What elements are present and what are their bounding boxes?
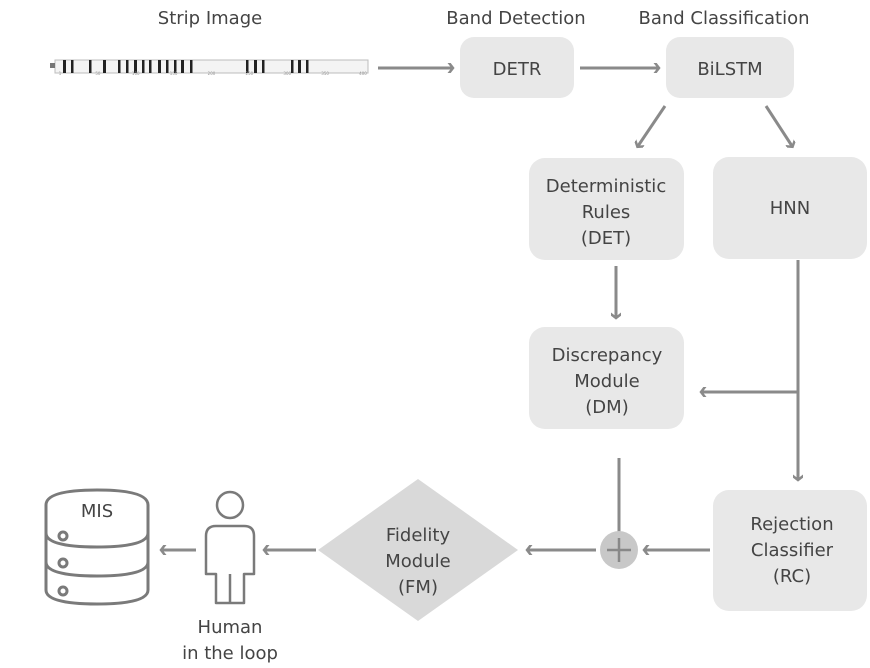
strip-tick-label: 250 (246, 71, 254, 76)
strip-band (89, 60, 92, 73)
rc-label-line3: (RC) (773, 566, 811, 587)
hnn-label: HNN (770, 198, 810, 219)
strip-band (262, 60, 265, 73)
rc-label-line1: Rejection (750, 514, 833, 535)
header-band-classification: Band Classification (638, 8, 809, 29)
strip-tick-label: 300 (283, 71, 291, 76)
strip-band (306, 60, 309, 73)
human-label-line2: in the loop (182, 643, 278, 664)
strip-bands (63, 60, 309, 73)
rc-node: Rejection Classifier (RC) (713, 490, 867, 611)
strip-band (149, 60, 152, 73)
strip-band (298, 60, 301, 73)
strip-band (126, 60, 129, 73)
rc-label-line2: Classifier (751, 540, 834, 561)
dm-label-line3: (DM) (585, 397, 628, 418)
fm-node: Fidelity Module (FM) (318, 479, 518, 621)
fm-label-line2: Module (385, 551, 450, 572)
header-strip-image: Strip Image (158, 8, 262, 29)
strip-tick-label: 150 (170, 71, 178, 76)
strip-band (254, 60, 257, 73)
strip-band (103, 60, 106, 73)
arrow-bilstm-to-hnn (764, 105, 792, 146)
det-label-line1: Deterministic (546, 176, 666, 197)
strip-band (246, 60, 249, 73)
merge-plus-node (600, 531, 638, 569)
detr-label: DETR (493, 59, 542, 80)
bilstm-label: BiLSTM (697, 59, 762, 80)
strip-band (71, 60, 74, 73)
detr-node: DETR (460, 37, 574, 98)
strip-band (134, 60, 137, 73)
dm-node: Discrepancy Module (DM) (529, 327, 684, 429)
strip-tick-label: 400 (359, 71, 367, 76)
det-label-line3: (DET) (581, 228, 631, 249)
strip-band (142, 60, 145, 73)
strip-tick-label: 100 (132, 71, 140, 76)
database-icon (44, 488, 150, 606)
arrows (162, 68, 798, 550)
strip-band (181, 60, 184, 73)
strip-band (63, 60, 66, 73)
header-band-detection: Band Detection (446, 8, 585, 29)
strip-tick-label: 200 (208, 71, 216, 76)
strip-band (158, 60, 161, 73)
mis-label: MIS (81, 501, 113, 522)
strip-band (166, 60, 169, 73)
fm-label-line3: (FM) (398, 577, 438, 598)
strip-marker (50, 63, 55, 68)
human-label-line1: Human (198, 617, 263, 638)
strip-band (174, 60, 177, 73)
bilstm-node: BiLSTM (666, 37, 794, 98)
human-icon (204, 490, 256, 605)
dm-label-line1: Discrepancy (552, 345, 663, 366)
dm-label-line2: Module (574, 371, 639, 392)
hnn-node: HNN (713, 157, 867, 259)
strip-band (291, 60, 294, 73)
strip-tick-label: 50 (95, 71, 101, 76)
strip-tick-label: 350 (321, 71, 329, 76)
arrow-bilstm-to-det (638, 105, 667, 146)
strip-band (118, 60, 121, 73)
det-label-line2: Rules (582, 202, 631, 223)
strip-tick-label: 1 (59, 71, 62, 76)
fm-label-line1: Fidelity (386, 525, 451, 546)
det-node: Deterministic Rules (DET) (529, 158, 684, 260)
strip-band (190, 60, 193, 73)
